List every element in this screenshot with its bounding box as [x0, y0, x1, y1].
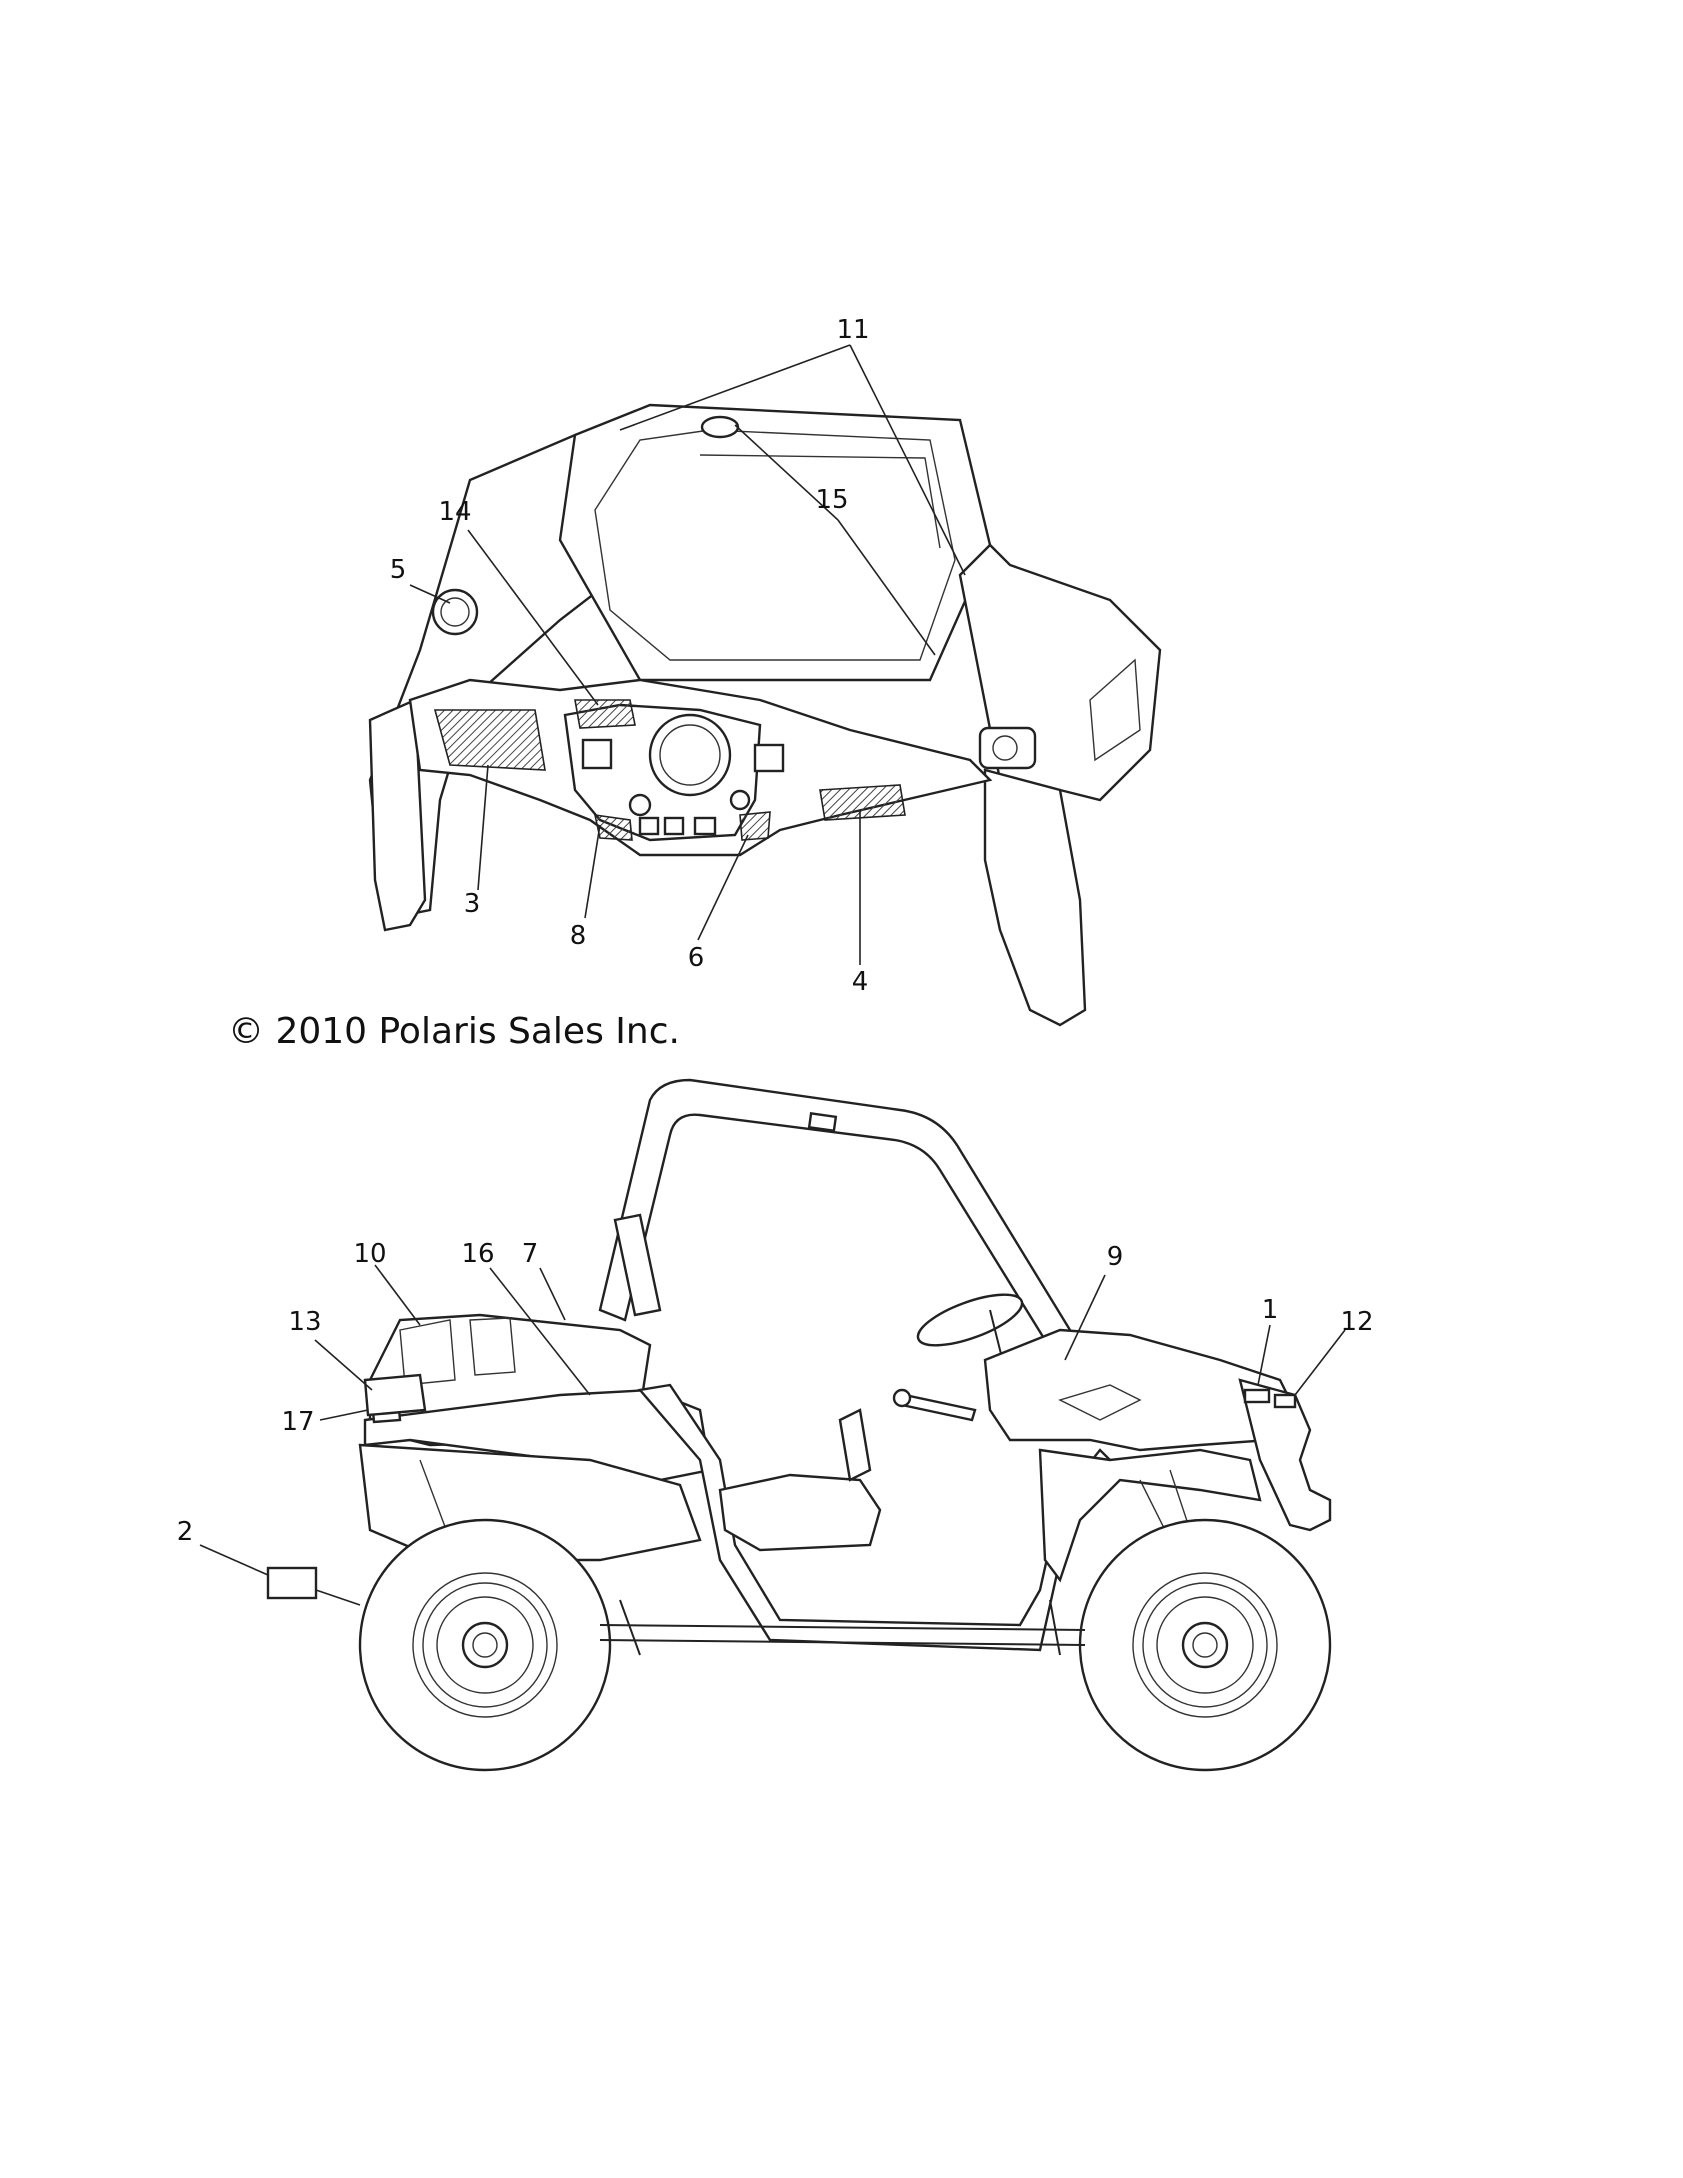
leader-lines: [199, 344, 1346, 1606]
callout-9: 9: [1107, 1242, 1124, 1272]
callout-11: 11: [836, 315, 869, 345]
callout-8: 8: [570, 921, 587, 951]
callout-10: 10: [353, 1239, 386, 1269]
callout-4: 4: [852, 967, 869, 997]
callout-7: 7: [522, 1239, 539, 1269]
copyright-notice: © 2010 Polaris Sales Inc.: [228, 1011, 680, 1052]
callout-1: 1: [1262, 1295, 1279, 1325]
callout-2: 2: [177, 1517, 194, 1547]
callout-15: 15: [815, 485, 848, 515]
decal-box-2: [266, 1566, 318, 1600]
vehicle-side-view: [266, 1078, 1332, 1772]
callout-13: 13: [288, 1307, 321, 1337]
callout-12: 12: [1340, 1307, 1373, 1337]
callout-14: 14: [438, 497, 471, 527]
callout-17: 17: [281, 1407, 314, 1437]
callout-5: 5: [390, 555, 407, 585]
callout-labels: 1 2 3 4 5 6 7 8 9 10 11 12 13 14 15 16 1…: [177, 315, 1374, 1547]
dashboard-assembly: [368, 403, 1162, 1027]
callout-16: 16: [461, 1239, 494, 1269]
callout-3: 3: [464, 889, 481, 919]
callout-6: 6: [688, 943, 705, 973]
